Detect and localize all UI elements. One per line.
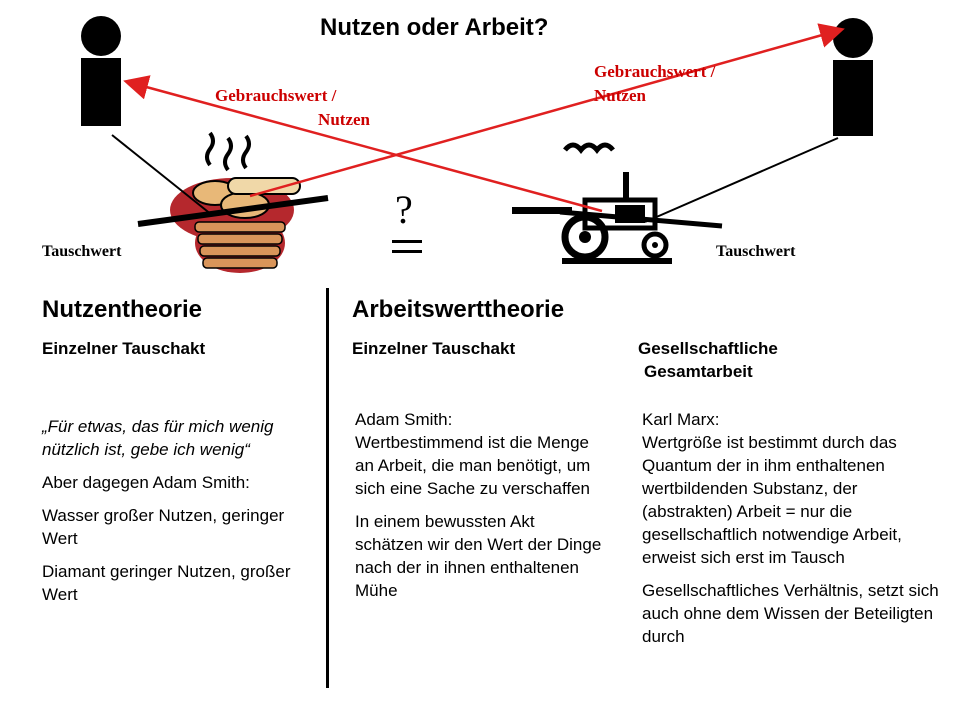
arrow-usevalue-left [123, 75, 603, 213]
middle-p2: In einem bewussten Akt schätzen wir den … [355, 512, 602, 600]
middle-p1-line1: Adam Smith: [355, 410, 453, 429]
right-p2: Gesellschaftliches Verhältnis, setzt sic… [642, 581, 939, 646]
exchange-label-right: Tauschwert [716, 243, 796, 260]
subheading-middle: Einzelner Tauschakt [352, 339, 516, 358]
exchange-line-left [111, 134, 213, 216]
heading-labor-theory: Arbeitswerttheorie [352, 296, 565, 323]
right-column-text: Karl Marx: Wertgröße ist bestimmt durch … [642, 408, 942, 658]
exchange-label-left: Tauschwert [42, 243, 122, 260]
middle-p1-line2: Wertbestimmend ist die Menge an Arbeit, … [355, 433, 591, 498]
right-p1-line1: Karl Marx: [642, 410, 720, 429]
subheading-left: Einzelner Tauschakt [42, 339, 206, 358]
question-mark: ? [395, 187, 413, 232]
subheading-right: Gesellschaftliche Gesamtarbeit [638, 339, 778, 381]
left-p3: Diamant geringer Nutzen, großer Wert [42, 562, 291, 604]
balance-beam-right [559, 209, 723, 229]
exchange-line-right [644, 137, 839, 223]
tractor-icon [512, 142, 672, 264]
arrow-label-left: Gebrauchswert / Nutzen [215, 86, 370, 129]
left-p1: Aber dagegen Adam Smith: [42, 473, 250, 492]
page-title: Nutzen oder Arbeit? [320, 14, 549, 41]
right-p1-line2: Wertgröße ist bestimmt durch das Quantum… [642, 433, 902, 567]
arrow-usevalue-right [249, 23, 845, 198]
person-left-icon [81, 16, 121, 126]
person-right-icon [833, 18, 873, 136]
arrow-label-right: Gebrauchswert / Nutzen [594, 62, 716, 105]
heading-utility-theory: Nutzentheorie [42, 296, 203, 323]
left-p2: Wasser großer Nutzen, geringer Wert [42, 506, 285, 548]
column-divider [326, 288, 329, 688]
equals-icon [392, 240, 422, 253]
balance-beam-left [137, 195, 329, 227]
utility-quote: „Für etwas, das für mich wenig nützlich … [42, 417, 274, 459]
left-column-text: „Für etwas, das für mich wenig nützlich … [42, 415, 312, 616]
middle-column-text: Adam Smith: Wertbestimmend ist die Menge… [355, 408, 605, 612]
